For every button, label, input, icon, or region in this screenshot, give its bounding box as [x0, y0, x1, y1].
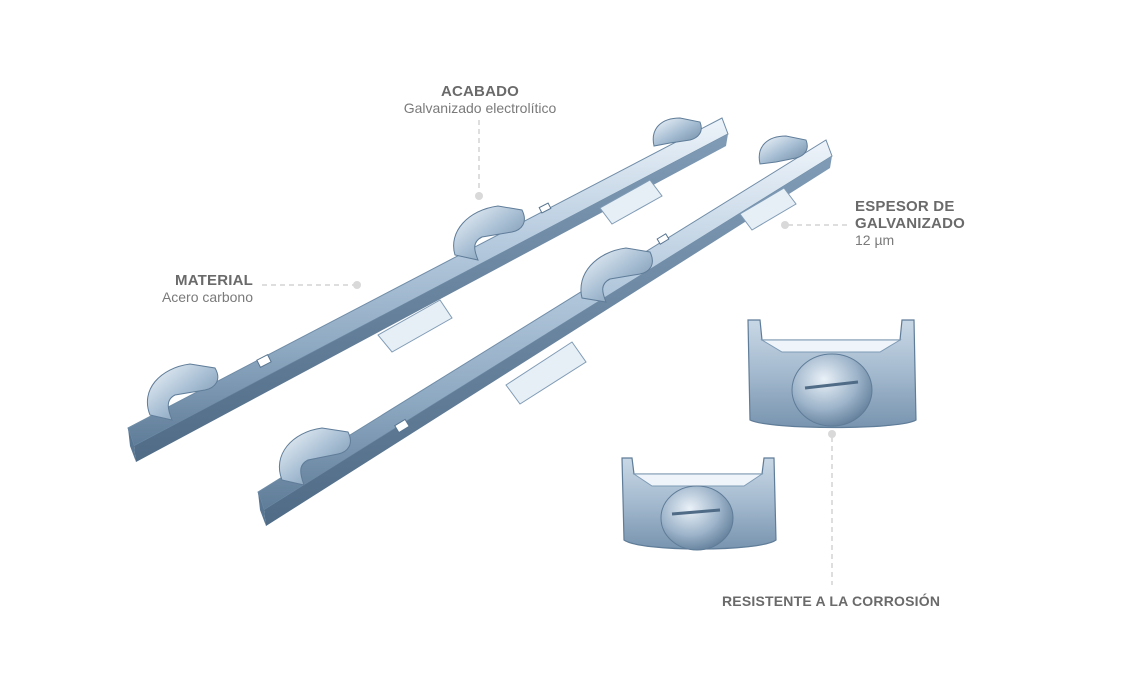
callout-material-title: MATERIAL	[175, 272, 253, 289]
callout-material-value: Acero carbono	[161, 289, 253, 306]
channel-nut-large	[747, 319, 917, 429]
callout-espesor-value: 12 µm	[855, 232, 895, 248]
leader-dot-resistente	[828, 430, 836, 438]
leader-dot-espesor	[781, 221, 789, 229]
callout-espesor: ESPESOR DE GALVANIZADO 12 µm	[855, 198, 995, 248]
rail-bracket-back	[127, 117, 729, 462]
callout-resistente-title: RESISTENTE A LA CORROSIÓN	[722, 593, 941, 609]
leader-dot-material	[353, 281, 361, 289]
channel-nut-small	[621, 457, 777, 551]
callout-acabado-value: Galvanizado electrolítico	[403, 100, 557, 117]
callout-espesor-title-line2: GALVANIZADO	[855, 214, 965, 232]
callout-material: MATERIAL Acero carbono	[120, 272, 253, 305]
callout-acabado: ACABADO Galvanizado electrolítico	[390, 83, 570, 116]
leader-dot-acabado	[475, 192, 483, 200]
callout-acabado-title: ACABADO	[440, 83, 520, 100]
leader-lines	[262, 120, 848, 585]
callout-espesor-title-line1: ESPESOR DE	[855, 198, 955, 215]
callout-resistente: RESISTENTE A LA CORROSIÓN	[722, 593, 962, 609]
rail-bracket-front	[257, 135, 833, 526]
leader-dots	[353, 192, 836, 438]
